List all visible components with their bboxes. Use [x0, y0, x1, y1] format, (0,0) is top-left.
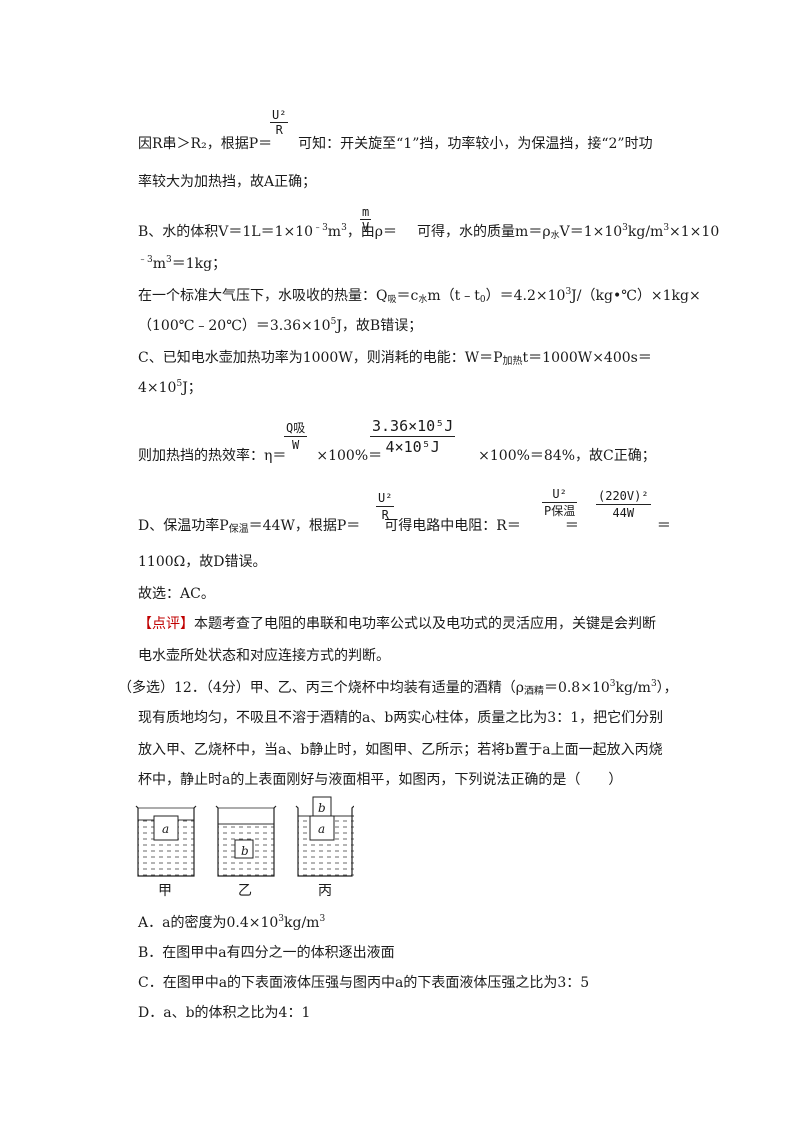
question-line: 现有质地均匀，不吸且不溶于酒精的a、b两实心柱体，质量之比为3：1，把它们分别: [138, 710, 664, 726]
beaker-yi: [215, 805, 277, 877]
question-line: （多选）12．（4分）甲、乙、丙三个烧杯中均装有适量的酒精（ρ酒精＝0.8×10…: [118, 679, 678, 697]
text-line: （100℃﹣20℃）＝3.36×105J，故B错误；: [138, 317, 423, 335]
review-label: 【点评】: [138, 616, 194, 632]
text-line: D、保温功率P保温＝44W，根据P＝可得电路中电阻：R＝＝＝: [138, 518, 671, 535]
option-b: B．在图甲中a有四分之一的体积逐出液面: [138, 945, 395, 961]
text-line: 故选：AC。: [138, 586, 215, 602]
option-d: D．a、b的体积之比为4：1: [138, 1005, 311, 1021]
beakers-figure: [135, 796, 354, 877]
text-line: 率较大为加热挡，故A正确；: [138, 174, 317, 190]
fraction-220v: (220V)² 44W: [596, 489, 651, 520]
fraction-m-over-v: m V: [360, 205, 372, 234]
option-c: C．在图甲中a的下表面液体压强与图丙中a的下表面液体压强之比为3：5: [138, 975, 590, 991]
text-line: C、已知电水壶加热功率为1000W，则消耗的电能：W＝P加热t＝1000W×40…: [138, 350, 652, 367]
text-line: 4×105J；: [138, 379, 202, 397]
text-line: ﹣3m3＝1kg；: [138, 255, 227, 273]
text-line: 【点评】本题考查了电阻的串联和电功率公式以及电功式的灵活应用，关键是会判断: [138, 616, 656, 632]
fraction-energy: 3.36×10⁵J 4×10⁵J: [370, 417, 456, 456]
beaker-label-jia: 甲: [158, 883, 172, 899]
fraction-u2-over-p: U² P保温: [542, 487, 578, 518]
block-b-label: b: [318, 801, 326, 815]
block-a-label: a: [318, 822, 326, 836]
fraction-q-over-w: Q吸 W: [284, 421, 308, 452]
text-line: B、水的体积V＝1L＝1×10﹣3m3，由ρ＝可得，水的质量m＝ρ水V＝1×10…: [138, 223, 720, 241]
text-line: 1100Ω，故D错误。: [138, 554, 267, 570]
text-line: 电水壶所处状态和对应连接方式的判断。: [138, 648, 390, 664]
text-line: 因R串＞R₂，根据P＝可知：开关旋至“1”挡，功率较小，为保温挡，接“2”时功: [138, 136, 653, 152]
text-line: 在一个标准大气压下，水吸收的热量：Q吸＝c水m（t﹣t0）＝4.2×103J/（…: [138, 287, 701, 305]
fraction-u2-over-r: U² R: [270, 108, 289, 137]
fraction-u2-over-r-2: U² R: [376, 491, 395, 522]
question-line: 杯中，静止时a的上表面刚好与液面相平，如图丙，下列说法正确的是（ ）: [138, 772, 623, 788]
beaker-bing: [295, 796, 354, 877]
option-a: A．a的密度为0.4×103kg/m3: [138, 914, 326, 932]
block-a-label: a: [162, 822, 170, 836]
beaker-label-bing: 丙: [318, 883, 332, 899]
beaker-label-yi: 乙: [238, 883, 252, 899]
text-line: 则加热挡的热效率：η＝×100%＝×100%＝84%，故C正确；: [138, 448, 656, 464]
beaker-jia: [135, 805, 197, 877]
question-line: 放入甲、乙烧杯中，当a、b静止时，如图甲、乙所示；若将b置于a上面一起放入丙烧: [138, 742, 663, 758]
block-b-label: b: [241, 844, 249, 858]
